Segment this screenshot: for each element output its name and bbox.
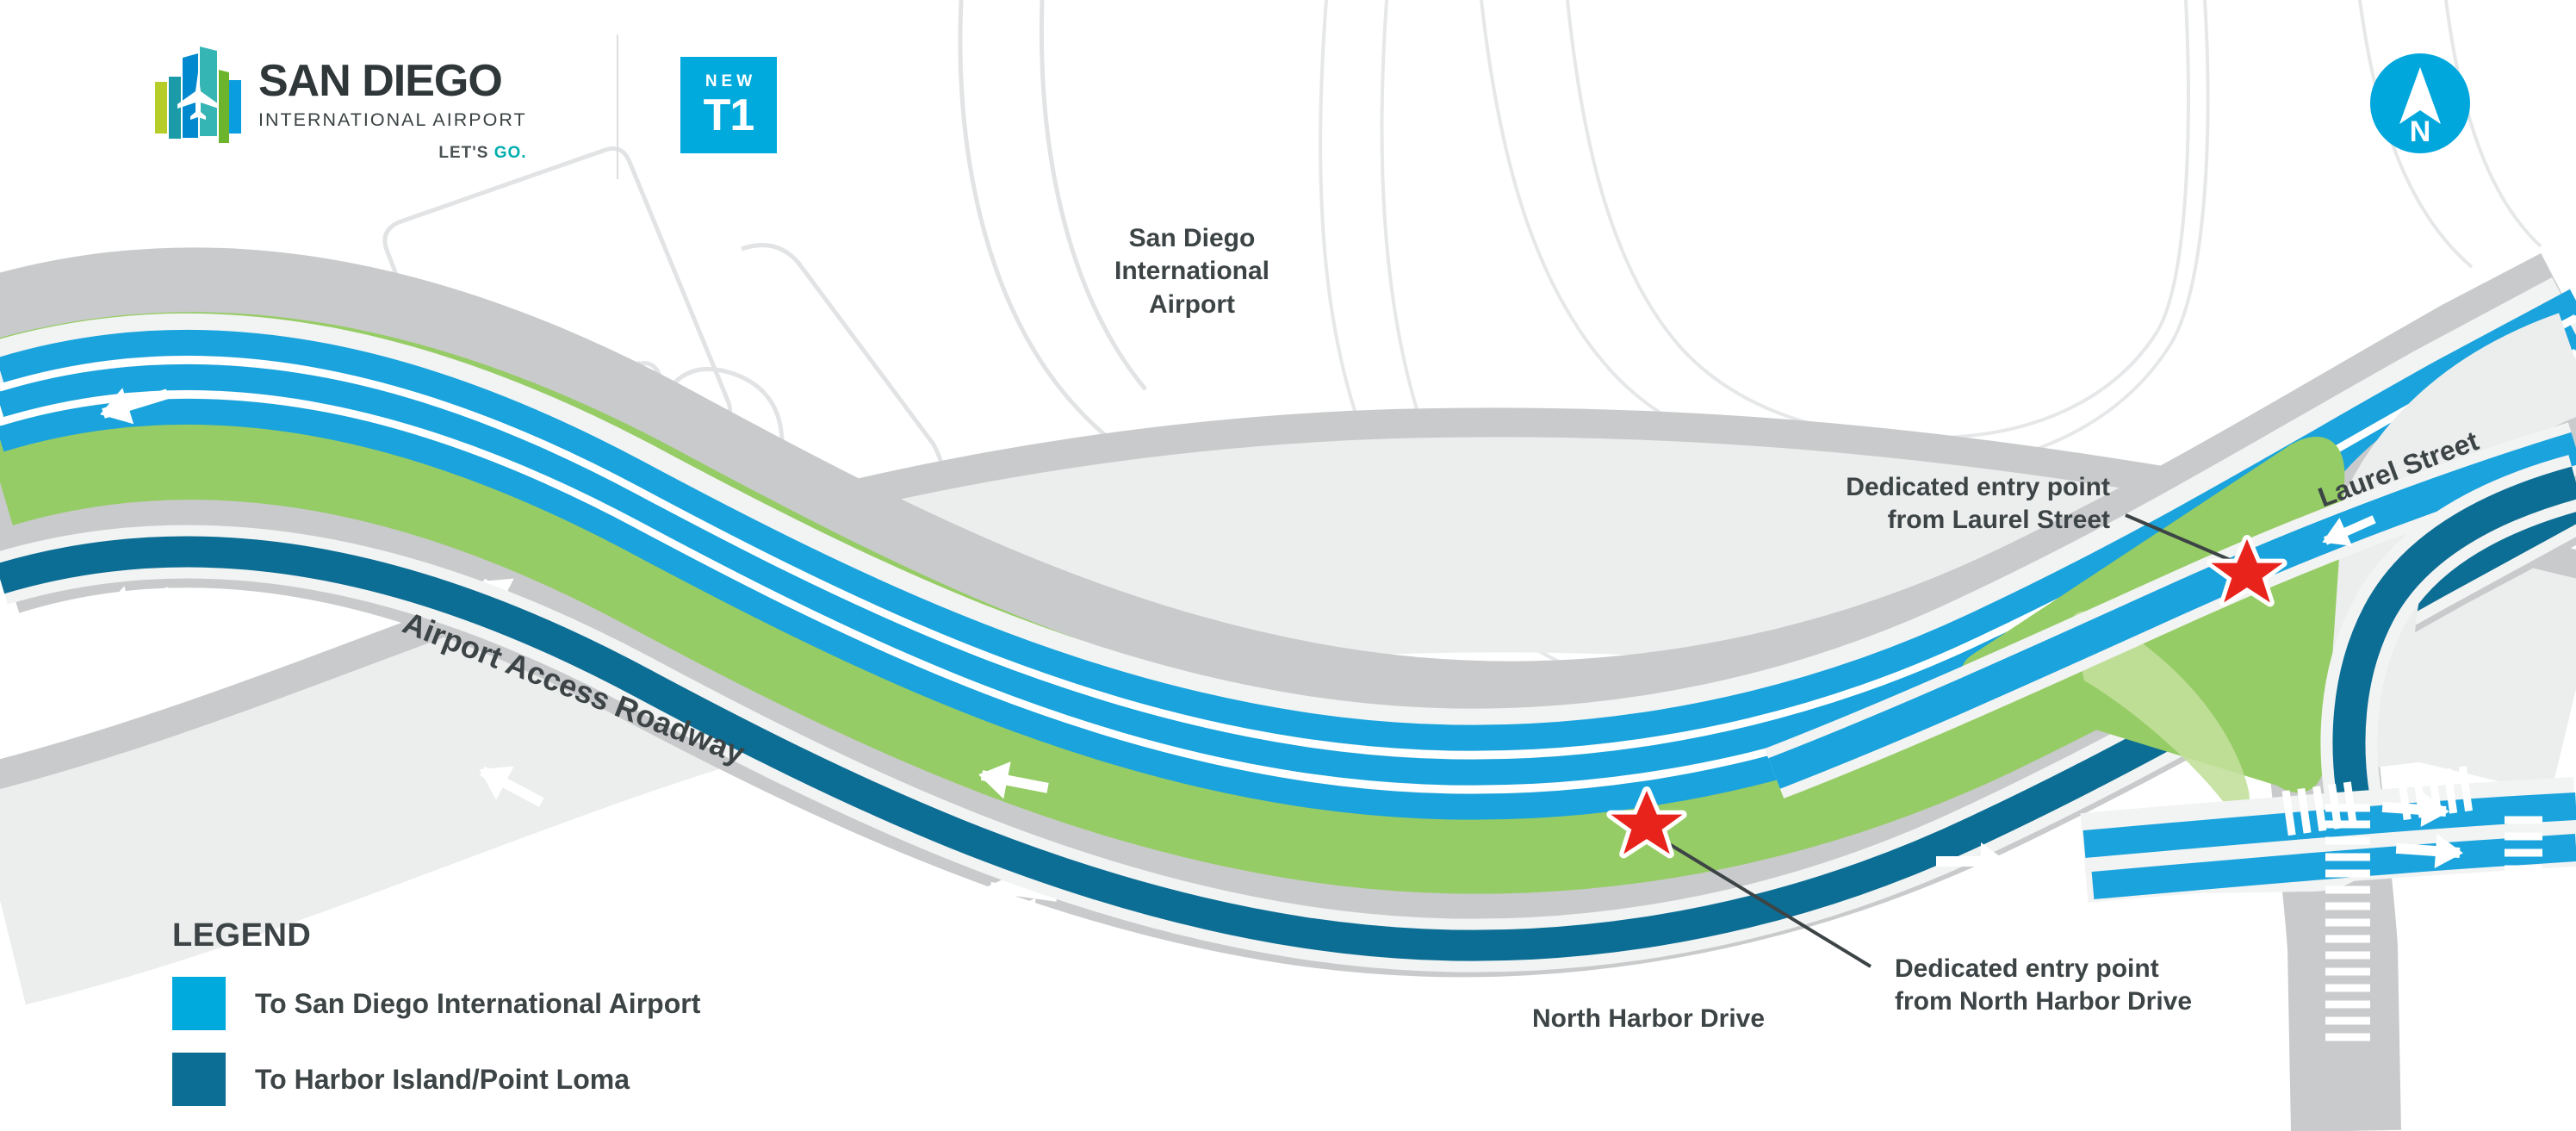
- label-sdia-line1: San Diego: [1128, 224, 1256, 252]
- north-harbor-drive-direction-arrows: [1936, 842, 2007, 984]
- label-sdia-line2: International: [1114, 257, 1269, 286]
- annotation-laurel-line1: Dedicated entry point: [1846, 473, 2110, 501]
- north-arrow-icon: N: [2370, 53, 2470, 153]
- laurel-ramp-arrow: [2322, 515, 2376, 546]
- legend-item-harbor: To Harbor Island/Point Loma: [172, 1053, 700, 1106]
- laurel-entry-ramp: [1768, 432, 2576, 789]
- legend-label-harbor: To Harbor Island/Point Loma: [255, 1063, 630, 1095]
- harbor-lane-direction-arrows: [102, 586, 1076, 935]
- leader-line-laurel: [2125, 513, 2247, 569]
- annotation-north-harbor-entry: Dedicated entry point from North Harbor …: [1895, 953, 2274, 1019]
- badge-label: T1: [703, 90, 755, 140]
- legend-swatch-harbor: [172, 1053, 226, 1106]
- crosswalk-markings: [2281, 766, 2542, 1041]
- legend-title: LEGEND: [172, 917, 312, 954]
- new-t1-badge: NEW T1: [680, 57, 777, 153]
- brand-divider: [617, 34, 618, 179]
- leader-line-nhd: [1645, 829, 1872, 968]
- brand-lockup: SAN DIEGO INTERNATIONAL AIRPORT LET'S GO…: [153, 41, 527, 163]
- red-star-marker-nhd: [1606, 786, 1687, 859]
- legend-item-airport: To San Diego International Airport: [172, 977, 700, 1030]
- annotation-laurel-entry: Dedicated entry point from Laurel Street: [1766, 471, 2110, 538]
- annotation-nhd-line1: Dedicated entry point: [1895, 954, 2159, 983]
- badge-eyebrow: NEW: [705, 71, 757, 90]
- annotation-leader-lines: [1645, 513, 2247, 968]
- logo-title: SAN DIEGO: [258, 56, 503, 106]
- label-north-harbor-drive: North Harbor Drive: [1532, 1004, 1766, 1033]
- harbor-island-lane: [0, 493, 2576, 961]
- label-san-diego-international-airport: San Diego International Airport: [1071, 222, 1313, 321]
- red-star-marker-laurel: [2207, 535, 2287, 607]
- annotation-nhd-line2: from North Harbor Drive: [1895, 987, 2193, 1016]
- logo-tagline: LET'S GO.: [438, 144, 527, 162]
- compass-label: N: [2410, 115, 2431, 148]
- legend-swatch-airport: [172, 977, 226, 1030]
- legend-label-airport: To San Diego International Airport: [255, 987, 701, 1019]
- laurel-green-wedge-wash: [2070, 611, 2250, 812]
- label-sdia-line3: Airport: [1149, 289, 1235, 319]
- sdia-buildings-airplane-logo: [153, 41, 243, 145]
- logo-subtitle: INTERNATIONAL AIRPORT: [258, 109, 527, 130]
- legend: LEGEND To San Diego International Airpor…: [172, 917, 700, 1106]
- right-cyan-lanes-casing: [2080, 777, 2576, 903]
- annotation-laurel-line2: from Laurel Street: [1887, 506, 2110, 535]
